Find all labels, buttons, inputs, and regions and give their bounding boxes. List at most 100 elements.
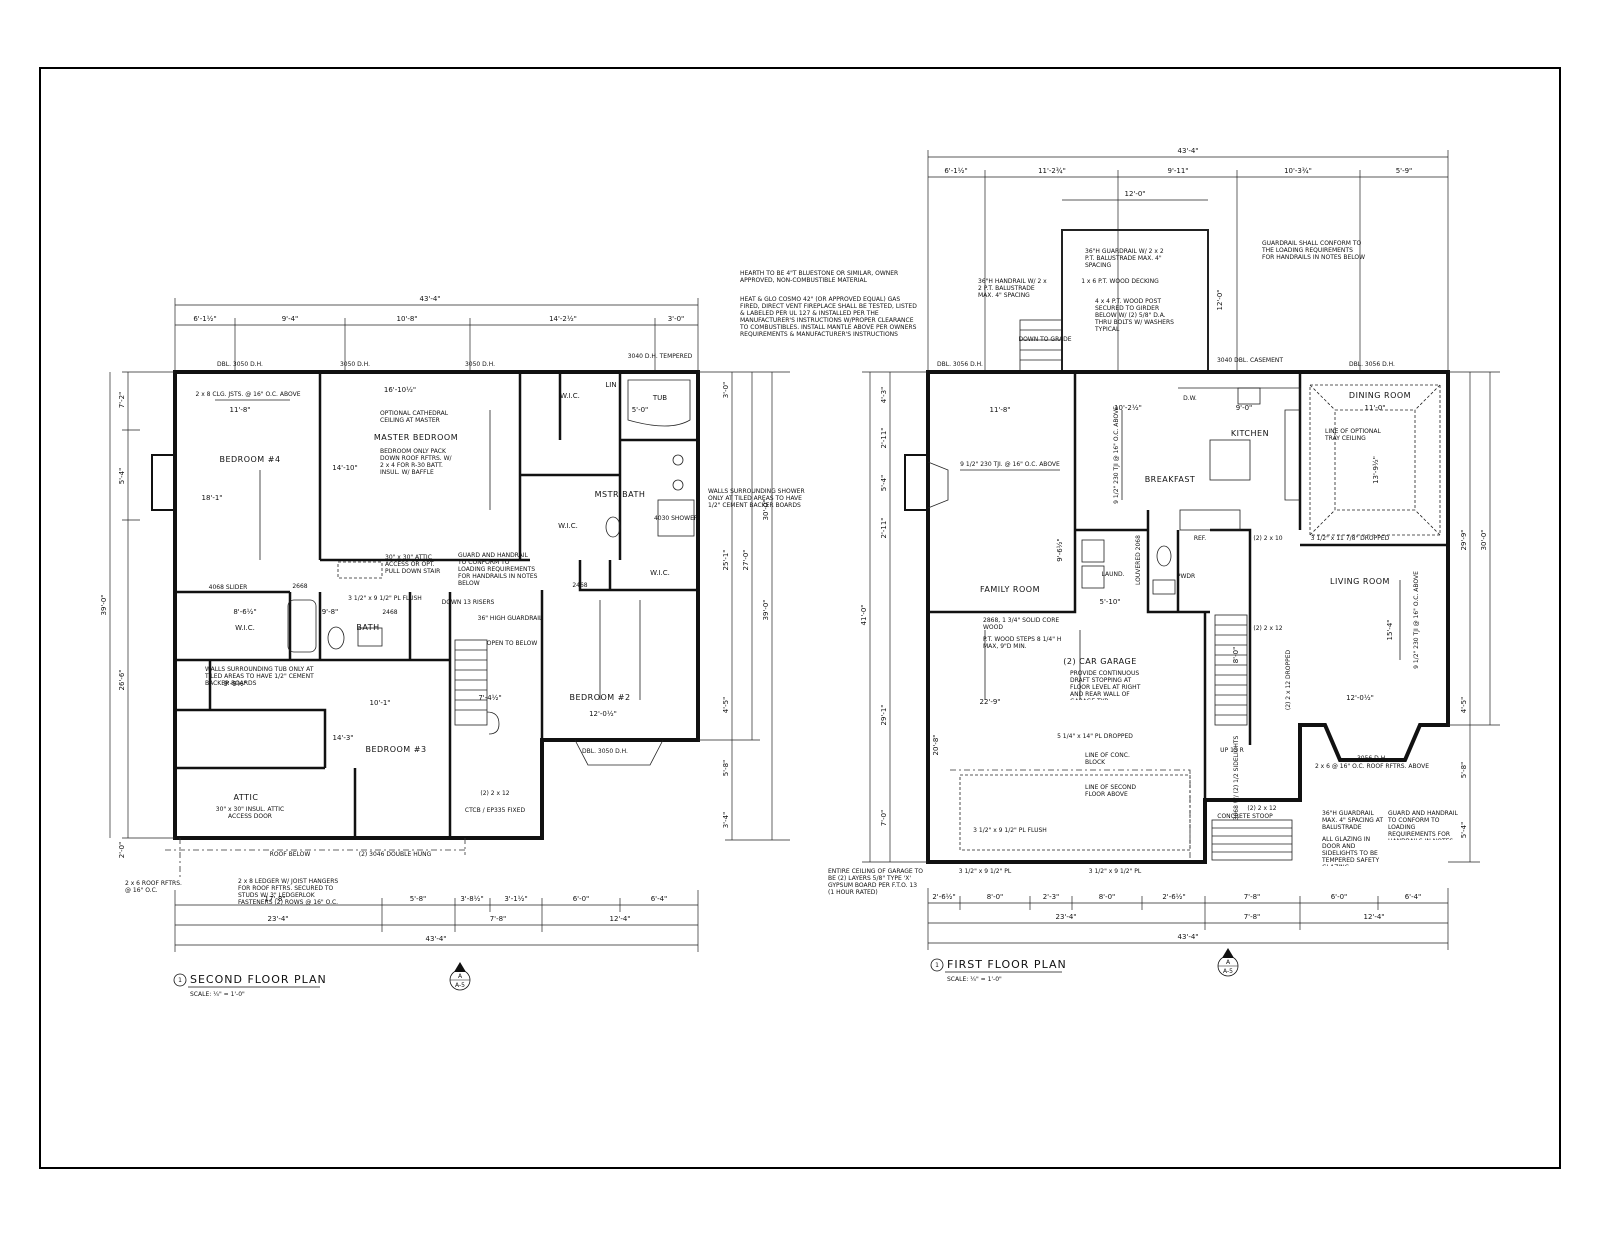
dim-label: 5'-10" (1099, 598, 1120, 606)
note-steps: P.T. WOOD STEPS 8 1/4" H MAX, 9"D MIN. (983, 636, 1062, 650)
girder-label: (2) 2 x 12 (1253, 625, 1282, 632)
girder-label: (2) 2 x 10 (1253, 535, 1282, 542)
dim-bottom-overall: 43'-4" (1177, 933, 1198, 941)
dim-label: 9'-9½" (223, 680, 246, 688)
dim-right: 3'-4" (722, 812, 730, 829)
dim-top: 9'-11" (1167, 167, 1188, 175)
first-floor-left-dimensions (862, 371, 928, 863)
girder-label: (2) 2 x 12 (1247, 805, 1276, 812)
dim-bottom: 6'-0" (573, 895, 590, 903)
dim-overall-top: 43'-4" (419, 295, 440, 303)
first-floor-right-dimensions (1448, 371, 1500, 863)
girder-label: (2) 2 x 12 (480, 790, 509, 797)
dim-top: 6'-1½" (193, 315, 216, 323)
dim-bottom: 3'-1½" (504, 895, 527, 903)
dim-label: 12'-0" (1216, 289, 1224, 310)
room-label-wic: W.I.C. (560, 392, 580, 400)
note-second-floor-line: LINE OF SECOND FLOOR ABOVE (1085, 784, 1136, 798)
beam-label: 3 1/2" x 9 1/2" PL FLUSH (348, 595, 422, 602)
room-label-mstr-bath: MSTR BATH (595, 490, 646, 499)
dim-label: 9'-6½" (1056, 538, 1064, 561)
dim-left: 2'-0" (118, 842, 126, 859)
dim-label: 11'-8" (989, 406, 1010, 414)
window-label: DBL. 3050 D.H. (582, 748, 628, 755)
room-label-shower: 4030 SHOWER (654, 515, 698, 522)
room-label-bedroom4: BEDROOM #4 (219, 455, 280, 464)
joist-note: 9 1/2" 230 TJI. @ 16" O.C. ABOVE (960, 461, 1060, 468)
garage-slab-line (959, 774, 1191, 851)
plan-scale: SCALE: ¼" = 1'-0" (947, 976, 1002, 983)
dim-top: 9'-4" (282, 315, 299, 323)
first-floor-plan: 43'-4" 6'-1½" 11'-2¾" 9'-11" 10'-3¾" 5'-… (740, 147, 1500, 983)
dim-left: 7'-2" (118, 392, 126, 409)
dim-label: 14'-10" (332, 464, 357, 472)
room-label-wic: W.I.C. (650, 569, 670, 577)
dim-label: 13'-9½" (1372, 456, 1380, 484)
dim-label: 11'-8" (229, 406, 250, 414)
note-ledger: 2 x 8 LEDGER W/ JOIST HANGERS FOR ROOF R… (238, 878, 339, 906)
dim-bottom: 2'-6½" (932, 893, 955, 901)
attic-hatch (337, 561, 383, 579)
note-guardrail-conform: GUARDRAIL SHALL CONFORM TO THE LOADING R… (1262, 240, 1366, 261)
dim-label: 12'-0½" (589, 710, 617, 718)
guardrail-label: 36" HIGH GUARDRAIL (478, 615, 543, 622)
note-cathedral: OPTIONAL CATHEDRAL CEILING AT MASTER (380, 410, 449, 424)
dim-bottom: 23'-4" (1055, 913, 1076, 921)
note-guardrail: 36"H GUARDRAIL W/ 2 x 2 P.T. BALUSTRADE … (1085, 248, 1164, 269)
wall (928, 372, 1148, 614)
wall (175, 558, 530, 594)
dim-label: 10'-1" (369, 699, 390, 707)
bath-fixtures (287, 379, 695, 653)
dim-bottom: 2'-3" (1043, 893, 1060, 901)
second-floor-right-dimensions (698, 371, 790, 841)
room-label-laund: LAUND. (1102, 571, 1125, 578)
section-marker-bottom: A-5 (1223, 968, 1233, 975)
dim-label: 22'-9" (979, 698, 1000, 706)
callout-number: 1 (178, 977, 182, 984)
roof-below-line (165, 838, 466, 880)
note-tub-walls: WALLS SURROUNDING TUB ONLY AT TILED AREA… (205, 666, 314, 687)
room-label-wic: W.I.C. (558, 522, 578, 530)
dim-left: 5'-4" (880, 475, 888, 492)
note-garage-ceiling: ENTIRE CEILING OF GARAGE TO BE (2) LAYER… (828, 868, 923, 896)
dim-right: 25'-1" (722, 549, 730, 570)
door-label: 2668 (292, 583, 307, 590)
room-label-kitchen: KITCHEN (1231, 429, 1269, 438)
window-label: 3050 D.H. (340, 361, 370, 368)
door-label: 3068 W/ (2) 1/2 SIDELIGHTS (1233, 735, 1240, 820)
dim-label: 9'-8" (322, 608, 339, 616)
joist-arrows (215, 399, 641, 700)
dim-overall-top: 43'-4" (1177, 147, 1198, 155)
dim-right: 27'-0" (742, 549, 750, 570)
dim-left: 26'-6" (118, 669, 126, 690)
room-label-bedroom2: BEDROOM #2 (569, 693, 630, 702)
dim-label: 20'-8" (932, 734, 940, 755)
roof-rafters-label: 2 x 6 @ 16" O.C. ROOF RFTRS. ABOVE (1315, 763, 1429, 770)
stair (454, 639, 500, 735)
note-conc-block: LINE OF CONC. BLOCK (1085, 752, 1130, 766)
callout-circle (173, 973, 187, 987)
note-roof-rafters: 2 x 6 ROOF RFTRS. @ 16" O.C. (125, 880, 182, 894)
appliance-label: D.W. (1183, 395, 1197, 402)
dim-left: 41'-0" (860, 604, 868, 625)
room-label-bath: BATH (356, 623, 379, 632)
note-draft: PROVIDE CONTINUOUS DRAFT STOPPING AT FLO… (1070, 670, 1141, 700)
dim-right: 29'-9" (1460, 529, 1468, 550)
note-solid-core: 2868, 1 3/4" SOLID CORE WOOD (983, 617, 1060, 631)
note-post: 4 x 4 P.T. WOOD POST SECURED TO GIRDER B… (1095, 298, 1174, 333)
beam-label: 5 1/4" x 14" PL DROPPED (1057, 733, 1133, 740)
wall (578, 560, 698, 592)
window-label: 3040 DBL. CASEMENT (1217, 357, 1283, 364)
room-label-living: LIVING ROOM (1330, 577, 1390, 586)
dim-left: 2'-11" (880, 427, 888, 448)
dim-left: 5'-4" (118, 468, 126, 485)
note-fireplace: HEAT & GLO COSMO 42" (OR APPROVED EQUAL)… (740, 296, 917, 338)
roof-below-label: ROOF BELOW (270, 851, 311, 858)
note-shower-walls: WALLS SURROUNDING SHOWER ONLY AT TILED A… (708, 488, 805, 509)
note-decking: 1 x 6 P.T. WOOD DECKING (1081, 278, 1159, 285)
second-floor-plan: 43'-4" 6'-1½" 9'-4" 10'-8" 14'-2½" 3'-0" (100, 295, 805, 998)
note-handrail: 36"H HANDRAIL W/ 2 x 2 P.T. BALUSTRADE M… (978, 278, 1047, 299)
dim-bottom: 23'-4" (267, 915, 288, 923)
beam-label: 3 1/2" x 9 1/2" PL (1089, 868, 1142, 875)
girder-label: (2) 2 x 12 DROPPED (1285, 649, 1292, 710)
